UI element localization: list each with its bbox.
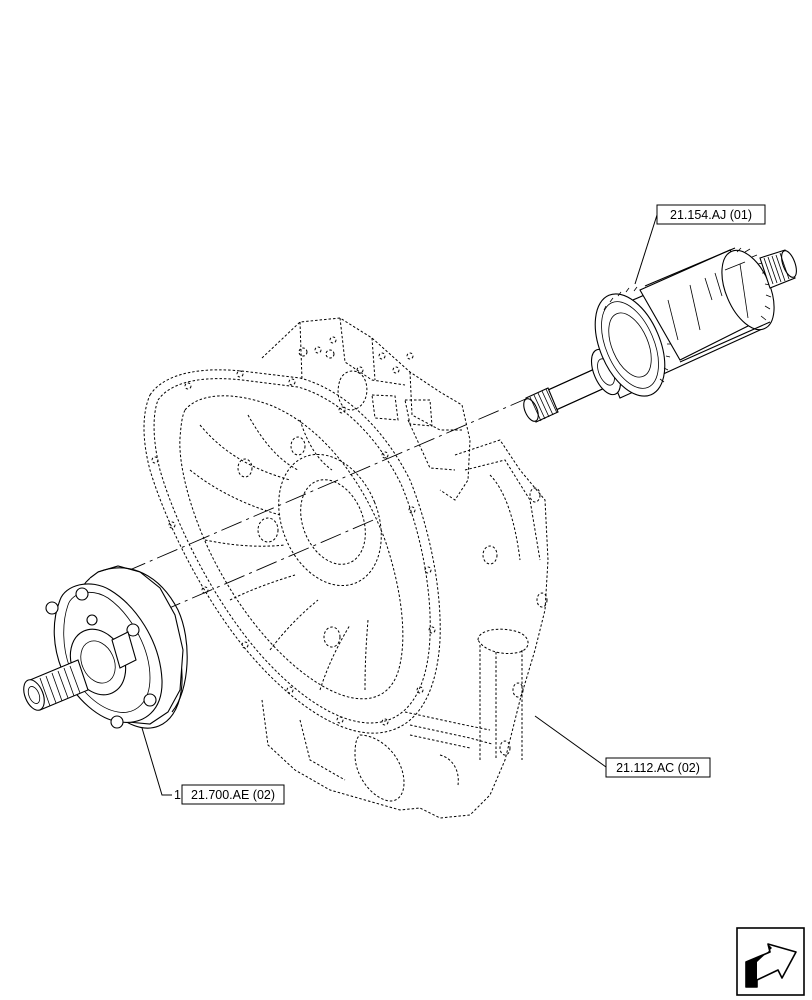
quantity-label-pump: 1 [174, 788, 181, 802]
ref-box-pump [181, 784, 285, 805]
next-page-arrow-icon[interactable] [736, 927, 805, 996]
hydraulic-pump [23, 565, 188, 729]
ref-label-pump: 21.700.AE (02) [191, 788, 275, 802]
leader-line-pump [141, 727, 172, 796]
clutch-pack-shaft [523, 247, 797, 423]
ref-label-housing: 21.112.AC (02) [616, 761, 700, 775]
callout-pump[interactable]: 1 21.700.AE (02) [141, 727, 285, 805]
leader-line-clutch-pack [634, 214, 658, 285]
assembly-centerlines [124, 397, 529, 613]
leader-line-housing [534, 715, 607, 768]
callout-housing[interactable]: 21.112.AC (02) [534, 715, 711, 778]
ref-label-clutch-pack: 21.154.AJ (01) [670, 208, 752, 222]
ref-box-housing [605, 757, 711, 778]
callout-clutch-pack[interactable]: 21.154.AJ (01) [634, 204, 766, 285]
transmission-housing [143, 317, 549, 819]
ref-box-clutch-pack [656, 204, 766, 225]
